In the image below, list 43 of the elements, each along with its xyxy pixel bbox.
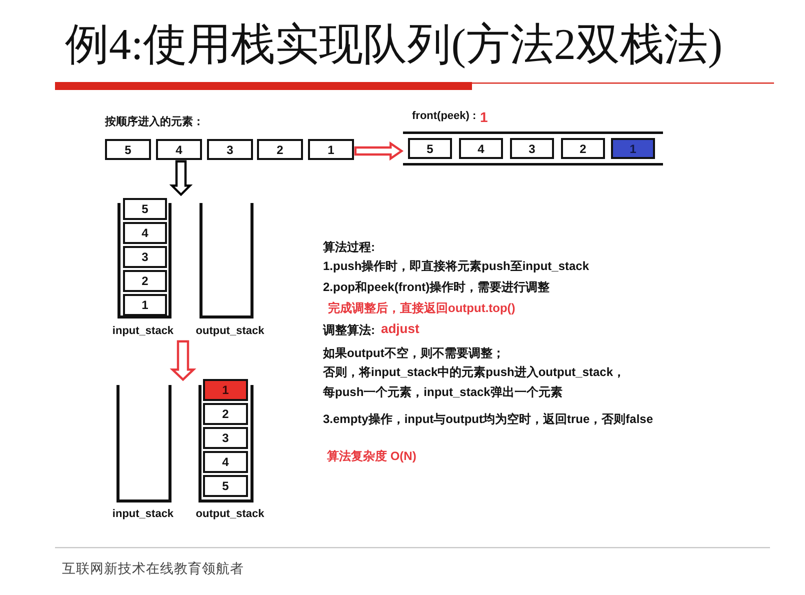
element-box: 5 — [105, 139, 151, 160]
step-text: 如果output不空，则不需要调整； — [323, 345, 504, 362]
step-text: 1.push操作时，即直接将元素push至input_stack — [323, 258, 590, 275]
step-text: 否则，将input_stack中的元素push进入output_stack， — [323, 364, 626, 381]
step-text: 3.empty操作，input与output均为空时，返回true，否则false — [323, 411, 654, 428]
element-box: 3 — [203, 427, 248, 449]
element-box: 1 — [611, 138, 655, 159]
front-value: 1 — [480, 108, 488, 126]
element-box: 1 — [123, 294, 167, 316]
element-box: 2 — [561, 138, 605, 159]
element-box: 2 — [203, 403, 248, 425]
stack-label: output_stack — [194, 507, 266, 522]
step-text: 2.pop和peek(front)操作时，需要进行调整 — [323, 279, 550, 296]
block-arrow — [169, 160, 193, 196]
complexity-text: 算法复杂度 O(N) — [327, 448, 416, 465]
element-box: 4 — [459, 138, 503, 159]
title: 例4:使用栈实现队列(方法2双栈法) — [65, 19, 723, 71]
footer-text: 互联网新技术在线教育领航者 — [62, 560, 244, 578]
element-box: 3 — [207, 139, 253, 160]
caption-text: 按顺序进入的元素： — [105, 114, 204, 130]
element-box: 3 — [510, 138, 554, 159]
element-box: 2 — [257, 139, 303, 160]
block-arrow — [170, 340, 196, 382]
section-heading: 调整算法: — [323, 322, 375, 339]
element-box: 5 — [123, 198, 167, 220]
element-box: 1 — [203, 379, 248, 401]
note-text: 完成调整后，直接返回output.top() — [328, 300, 516, 317]
step-text: 每push一个元素，input_stack弹出一个元素 — [323, 384, 562, 401]
front-label: front(peek) : — [412, 109, 476, 124]
stack-label: input_stack — [111, 507, 175, 522]
section-heading: 算法过程: — [323, 239, 375, 256]
block-arrow — [354, 141, 404, 161]
element-box: 2 — [123, 270, 167, 292]
element-box: 4 — [203, 451, 248, 473]
element-box: 4 — [123, 222, 167, 244]
element-box: 1 — [308, 139, 354, 160]
element-box: 5 — [203, 475, 248, 497]
element-box: 3 — [123, 246, 167, 268]
element-box: 4 — [156, 139, 202, 160]
keyword-text: adjust — [381, 320, 420, 338]
stack-label: input_stack — [111, 324, 175, 339]
element-box: 5 — [408, 138, 452, 159]
stack-label: output_stack — [194, 324, 266, 339]
